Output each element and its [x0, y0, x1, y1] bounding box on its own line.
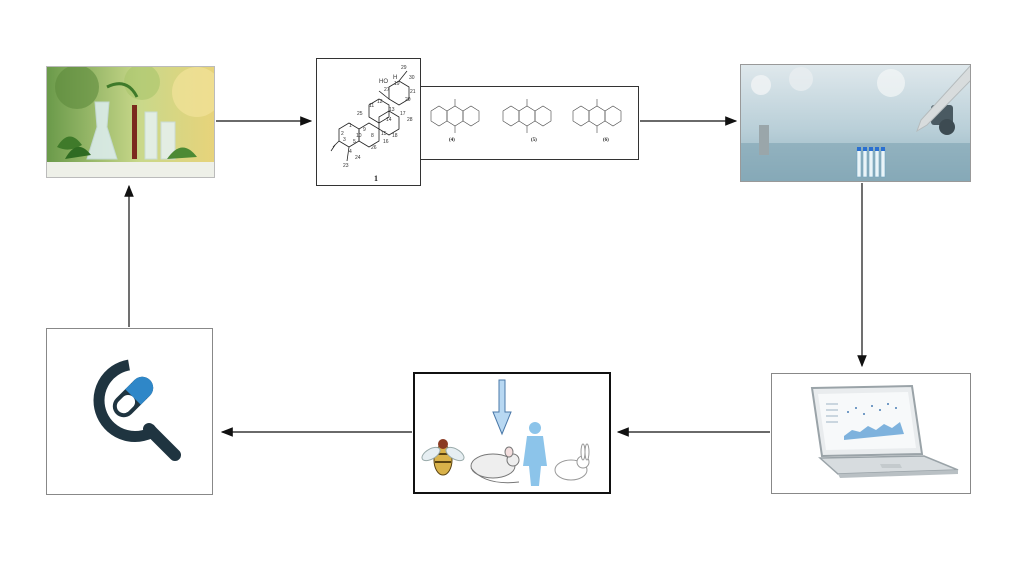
atom-number: 12	[377, 99, 383, 105]
drug-discovery-icon	[93, 359, 181, 461]
hydrogen-label: H	[393, 75, 397, 81]
atom-number: 3	[343, 137, 346, 143]
human-icon	[523, 422, 547, 486]
atom-number: 29	[401, 65, 407, 71]
atom-number: 15	[381, 131, 387, 137]
atom-number: 1	[349, 123, 352, 129]
atom-number: 17	[400, 111, 406, 117]
atom-number: 9	[363, 127, 366, 133]
atom-number: 8	[371, 133, 374, 139]
anthraquinone-structures-panel: (4) (5) (6)	[421, 86, 639, 160]
atom-number: 21	[410, 89, 416, 95]
anthraquinone-structures-icon: (4) (5) (6)	[430, 99, 622, 143]
atom-number: 23	[343, 163, 349, 169]
atom-number: 20	[405, 97, 411, 103]
compound-number: 1	[374, 174, 378, 183]
rabbit-icon	[554, 443, 590, 481]
hydroxyl-label: HO	[379, 79, 388, 85]
in-vivo-models-panel	[413, 372, 611, 494]
atom-number: 18	[392, 133, 398, 139]
atom-number: 25	[357, 111, 363, 117]
atom-number: 27	[384, 87, 390, 93]
atom-number: 26	[371, 145, 377, 151]
atom-number: 11	[369, 103, 374, 109]
laptop-chart-icon	[810, 384, 959, 478]
mouse-icon	[470, 446, 520, 484]
compound-label-4: (4)	[449, 138, 455, 143]
atom-number: 28	[407, 117, 413, 123]
atom-number: 14	[386, 117, 392, 123]
data-analysis-panel	[771, 373, 971, 494]
atom-number: 24	[355, 155, 361, 161]
lab-screening-panel	[740, 64, 971, 182]
fly-icon	[421, 439, 465, 476]
chemical-structure-icon: 29 30 19 27 21 20 25 11 13 17 12 28 14 1…	[330, 65, 416, 183]
plant-source-panel	[46, 66, 215, 178]
triterpene-structure-panel: 29 30 19 27 21 20 25 11 13 17 12 28 14 1…	[316, 58, 421, 186]
atom-number: 10	[356, 133, 362, 139]
atom-number: 16	[383, 139, 389, 145]
compound-label-5: (5)	[531, 138, 537, 143]
compound-label-6: (6)	[603, 138, 609, 143]
atom-number: 19	[394, 81, 400, 87]
drug-discovery-panel	[46, 328, 213, 495]
atom-number: 4	[349, 149, 352, 155]
atom-number: 13	[389, 107, 395, 113]
plant-lab-photo-icon	[47, 67, 214, 177]
down-arrow-icon	[492, 379, 512, 436]
atom-number: 2	[341, 131, 344, 137]
atom-number: 30	[409, 75, 415, 81]
animal-models-icon	[421, 379, 590, 486]
atom-number: 5	[353, 139, 356, 145]
lab-pipette-photo-icon	[741, 65, 970, 181]
